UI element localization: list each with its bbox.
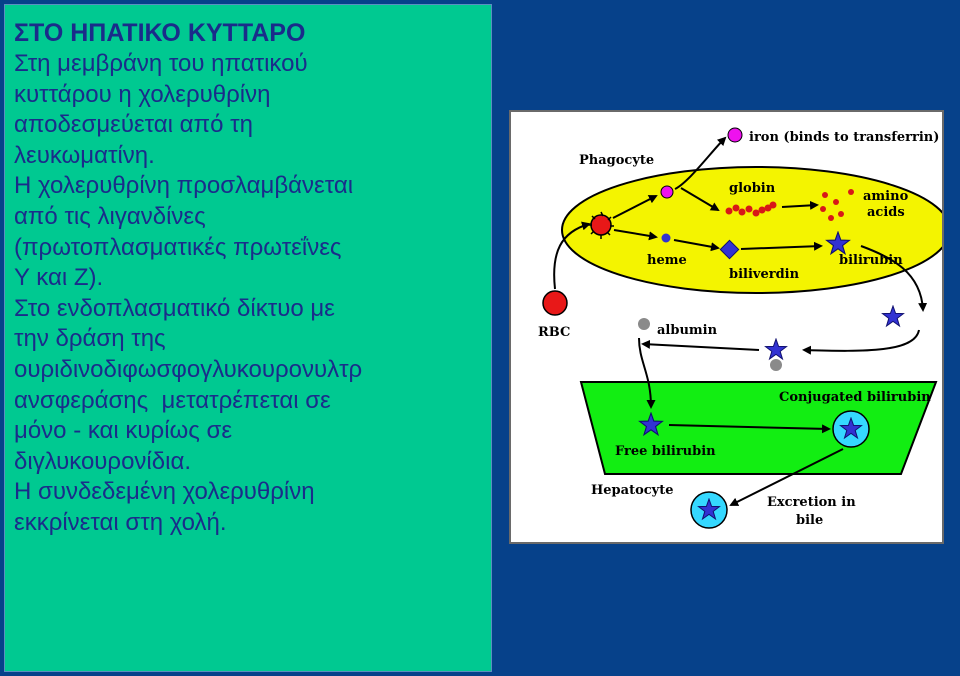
heme-dot <box>661 233 671 243</box>
heme-label: heme <box>647 253 687 268</box>
engulfed-rbc <box>588 211 614 239</box>
albumin-label: albumin <box>657 323 718 338</box>
bilirubin-metabolism-diagram: Phagocyte Hepatocyte RBC iron (binds to … <box>509 110 944 544</box>
acids-label: acids <box>867 205 905 220</box>
panel-title: ΣΤΟ ΗΠΑΤΙΚΟ ΚΥΤΤΑΡΟ <box>14 19 306 47</box>
excretion-label-line1: Excretion in <box>767 495 856 510</box>
diagram-svg: Phagocyte Hepatocyte RBC iron (binds to … <box>538 127 942 529</box>
panel-body: Στη μεμβράνη του ηπατικού κυττάρου η χολ… <box>14 50 363 536</box>
albumin-carrier-dot <box>770 359 782 371</box>
hepatocyte-label: Hepatocyte <box>591 483 674 498</box>
pathway-arrows <box>553 136 928 506</box>
rbc-cell <box>542 290 568 316</box>
free-bilirubin-label: Free bilirubin <box>615 444 716 459</box>
excretion-label-line2: bile <box>796 513 823 528</box>
conjugated-label: Conjugated bilirubin <box>779 390 931 405</box>
biliverdin-diamond <box>719 239 740 260</box>
biliverdin-label: biliverdin <box>729 267 800 282</box>
albumin-bound-star <box>765 338 787 360</box>
transit-star-right <box>882 305 904 327</box>
rbc-label: RBC <box>538 325 570 340</box>
text-panel: ΣΤΟ ΗΠΑΤΙΚΟ ΚΥΤΤΑΡΟ Στη μεμβράνη του ηπα… <box>4 4 492 672</box>
globin-label: globin <box>729 181 776 196</box>
iron-dot <box>660 185 674 199</box>
iron-dot-top <box>727 127 743 143</box>
albumin-dot <box>638 318 650 330</box>
amino-acid-dots <box>820 189 854 221</box>
amino-label: amino <box>863 189 909 204</box>
globin-chain <box>725 201 777 217</box>
phagocyte-label: Phagocyte <box>579 153 654 168</box>
iron-label: iron (binds to transferrin) <box>749 130 939 145</box>
